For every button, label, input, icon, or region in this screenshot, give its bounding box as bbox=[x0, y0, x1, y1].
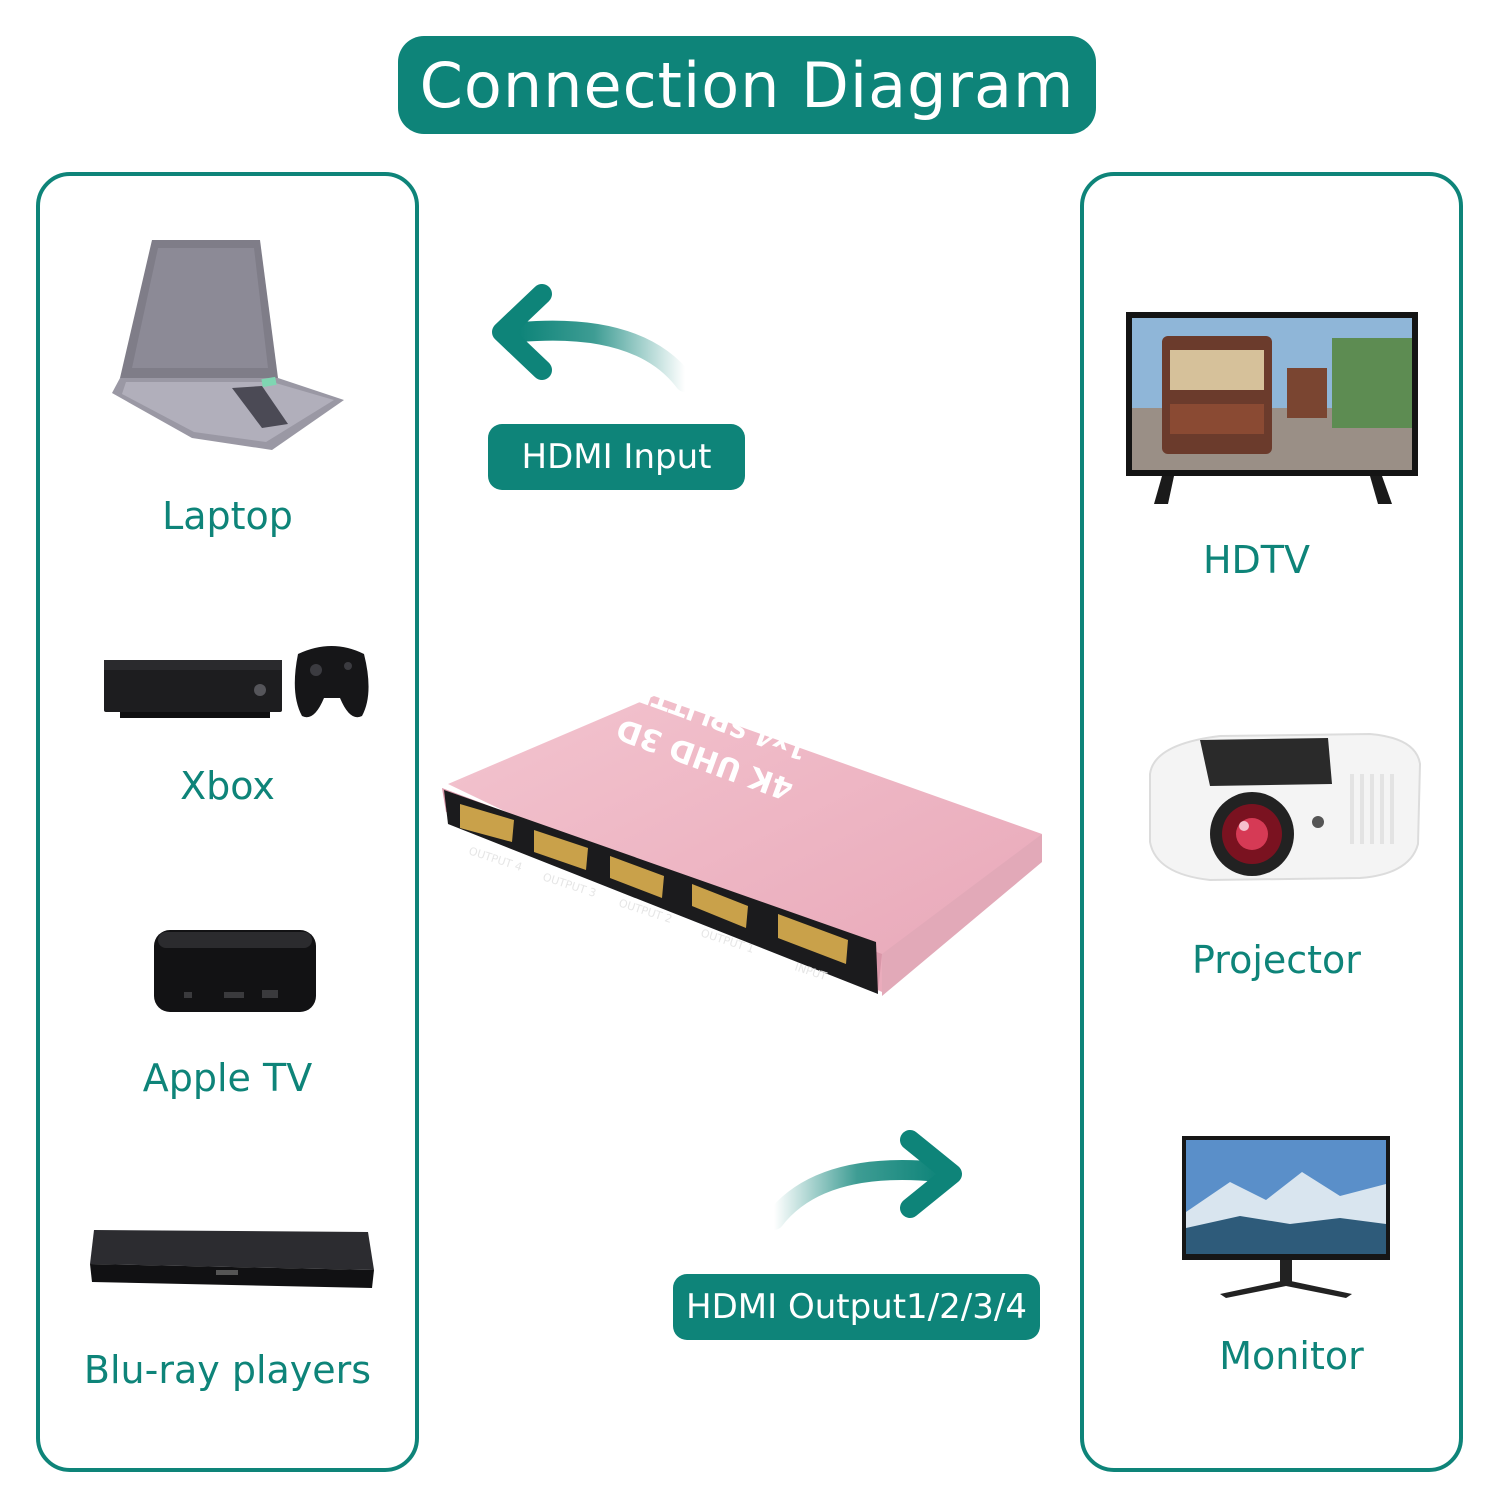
monitor-icon bbox=[1182, 1136, 1390, 1298]
source-device-laptop-label: Laptop bbox=[162, 494, 293, 538]
hdmi-output-arrow-icon bbox=[764, 1130, 962, 1230]
tv-icon bbox=[1126, 312, 1418, 504]
source-devices-panel: Laptop Xbox Apple TV Blu-ray players bbox=[36, 172, 419, 1472]
hdmi-input-arrow-icon bbox=[492, 284, 695, 392]
streaming-box-icon bbox=[154, 930, 316, 1012]
hdmi-output-tag: HDMI Output1/2/3/4 bbox=[673, 1274, 1040, 1340]
game-console-icon bbox=[104, 646, 369, 718]
laptop-icon bbox=[112, 240, 344, 450]
source-device-apple-tv-label: Apple TV bbox=[142, 1056, 313, 1100]
hdmi-input-tag: HDMI Input bbox=[488, 424, 745, 490]
hdmi-splitter-icon: 4K UHD 3D 1x4 SPLITTER 4K×2K OUTPUT 4 OU… bbox=[442, 692, 1042, 996]
display-device-hdtv-label: HDTV bbox=[1202, 538, 1311, 582]
diagram-title: Connection Diagram bbox=[398, 36, 1096, 134]
disc-player-icon bbox=[90, 1230, 374, 1288]
source-device-xbox-label: Xbox bbox=[180, 764, 275, 808]
display-device-monitor-label: Monitor bbox=[1219, 1334, 1364, 1378]
display-devices-panel: HDTV Projector Monitor bbox=[1080, 172, 1463, 1472]
display-device-projector-label: Projector bbox=[1192, 938, 1361, 982]
projector-icon bbox=[1149, 732, 1422, 882]
source-device-bluray-label: Blu-ray players bbox=[83, 1348, 372, 1392]
